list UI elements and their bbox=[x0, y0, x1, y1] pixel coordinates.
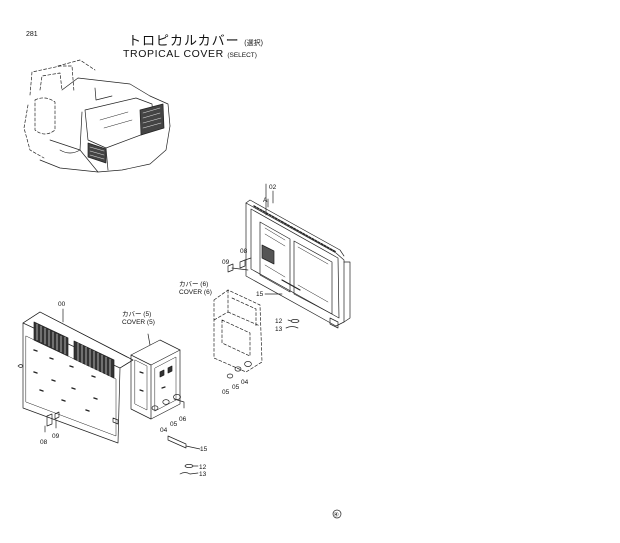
catalog-mark: ④ bbox=[334, 512, 339, 519]
callout-15-bottom: 15 bbox=[200, 446, 208, 453]
label-cover-5-jp: カバー (5) bbox=[122, 310, 151, 318]
title-english: TROPICAL COVER (SELECT) bbox=[123, 49, 257, 60]
label-cover-6-jp: カバー (6) bbox=[179, 280, 208, 288]
hardware-left bbox=[44, 394, 201, 475]
callout-06-left: 06 bbox=[179, 416, 187, 423]
callout-12-bottom: 12 bbox=[199, 464, 207, 471]
callout-05-right-a: 05 bbox=[222, 389, 230, 396]
page-number: 281 bbox=[26, 31, 38, 38]
excavator-sketch bbox=[23, 59, 171, 173]
callout-05-left: 05 bbox=[170, 421, 178, 428]
callout-05-right-b: 05 bbox=[232, 384, 240, 391]
callout-13-bottom: 13 bbox=[199, 471, 207, 478]
callout-08-top: 08 bbox=[240, 248, 248, 255]
callout-02: 02 bbox=[269, 184, 277, 191]
cover-00-panel bbox=[17, 308, 134, 444]
title-english-sub: (SELECT) bbox=[227, 52, 257, 59]
callout-00: 00 bbox=[58, 301, 66, 308]
callout-labels: 02 A 08 09 カバー (6) COVER (6) 15 12 13 05… bbox=[40, 184, 283, 478]
label-cover-5-en: COVER (5) bbox=[122, 319, 155, 326]
title-japanese: トロピカルカバー (選択) bbox=[128, 34, 263, 47]
label-cover-6-en: COVER (6) bbox=[179, 289, 212, 296]
cover-5-frame bbox=[130, 333, 181, 420]
callout-04-left: 04 bbox=[160, 427, 168, 434]
cover-6-outline bbox=[213, 289, 263, 373]
callout-13-top: 13 bbox=[275, 326, 283, 333]
callout-04-right: 04 bbox=[241, 379, 249, 386]
callout-15-top: 15 bbox=[256, 291, 264, 298]
catalog-mark-circle bbox=[332, 509, 342, 519]
callout-09-left: 09 bbox=[52, 433, 60, 440]
callout-09-top: 09 bbox=[222, 259, 230, 266]
title-japanese-sub: (選択) bbox=[244, 40, 263, 47]
title-japanese-text: トロピカルカバー bbox=[128, 33, 240, 48]
callout-a: A bbox=[263, 197, 268, 204]
callout-08-left: 08 bbox=[40, 439, 48, 446]
callout-12-top: 12 bbox=[275, 318, 283, 325]
frame-assembly-02 bbox=[245, 183, 351, 329]
hardware-middle bbox=[226, 257, 300, 379]
title-english-text: TROPICAL COVER bbox=[123, 48, 224, 60]
